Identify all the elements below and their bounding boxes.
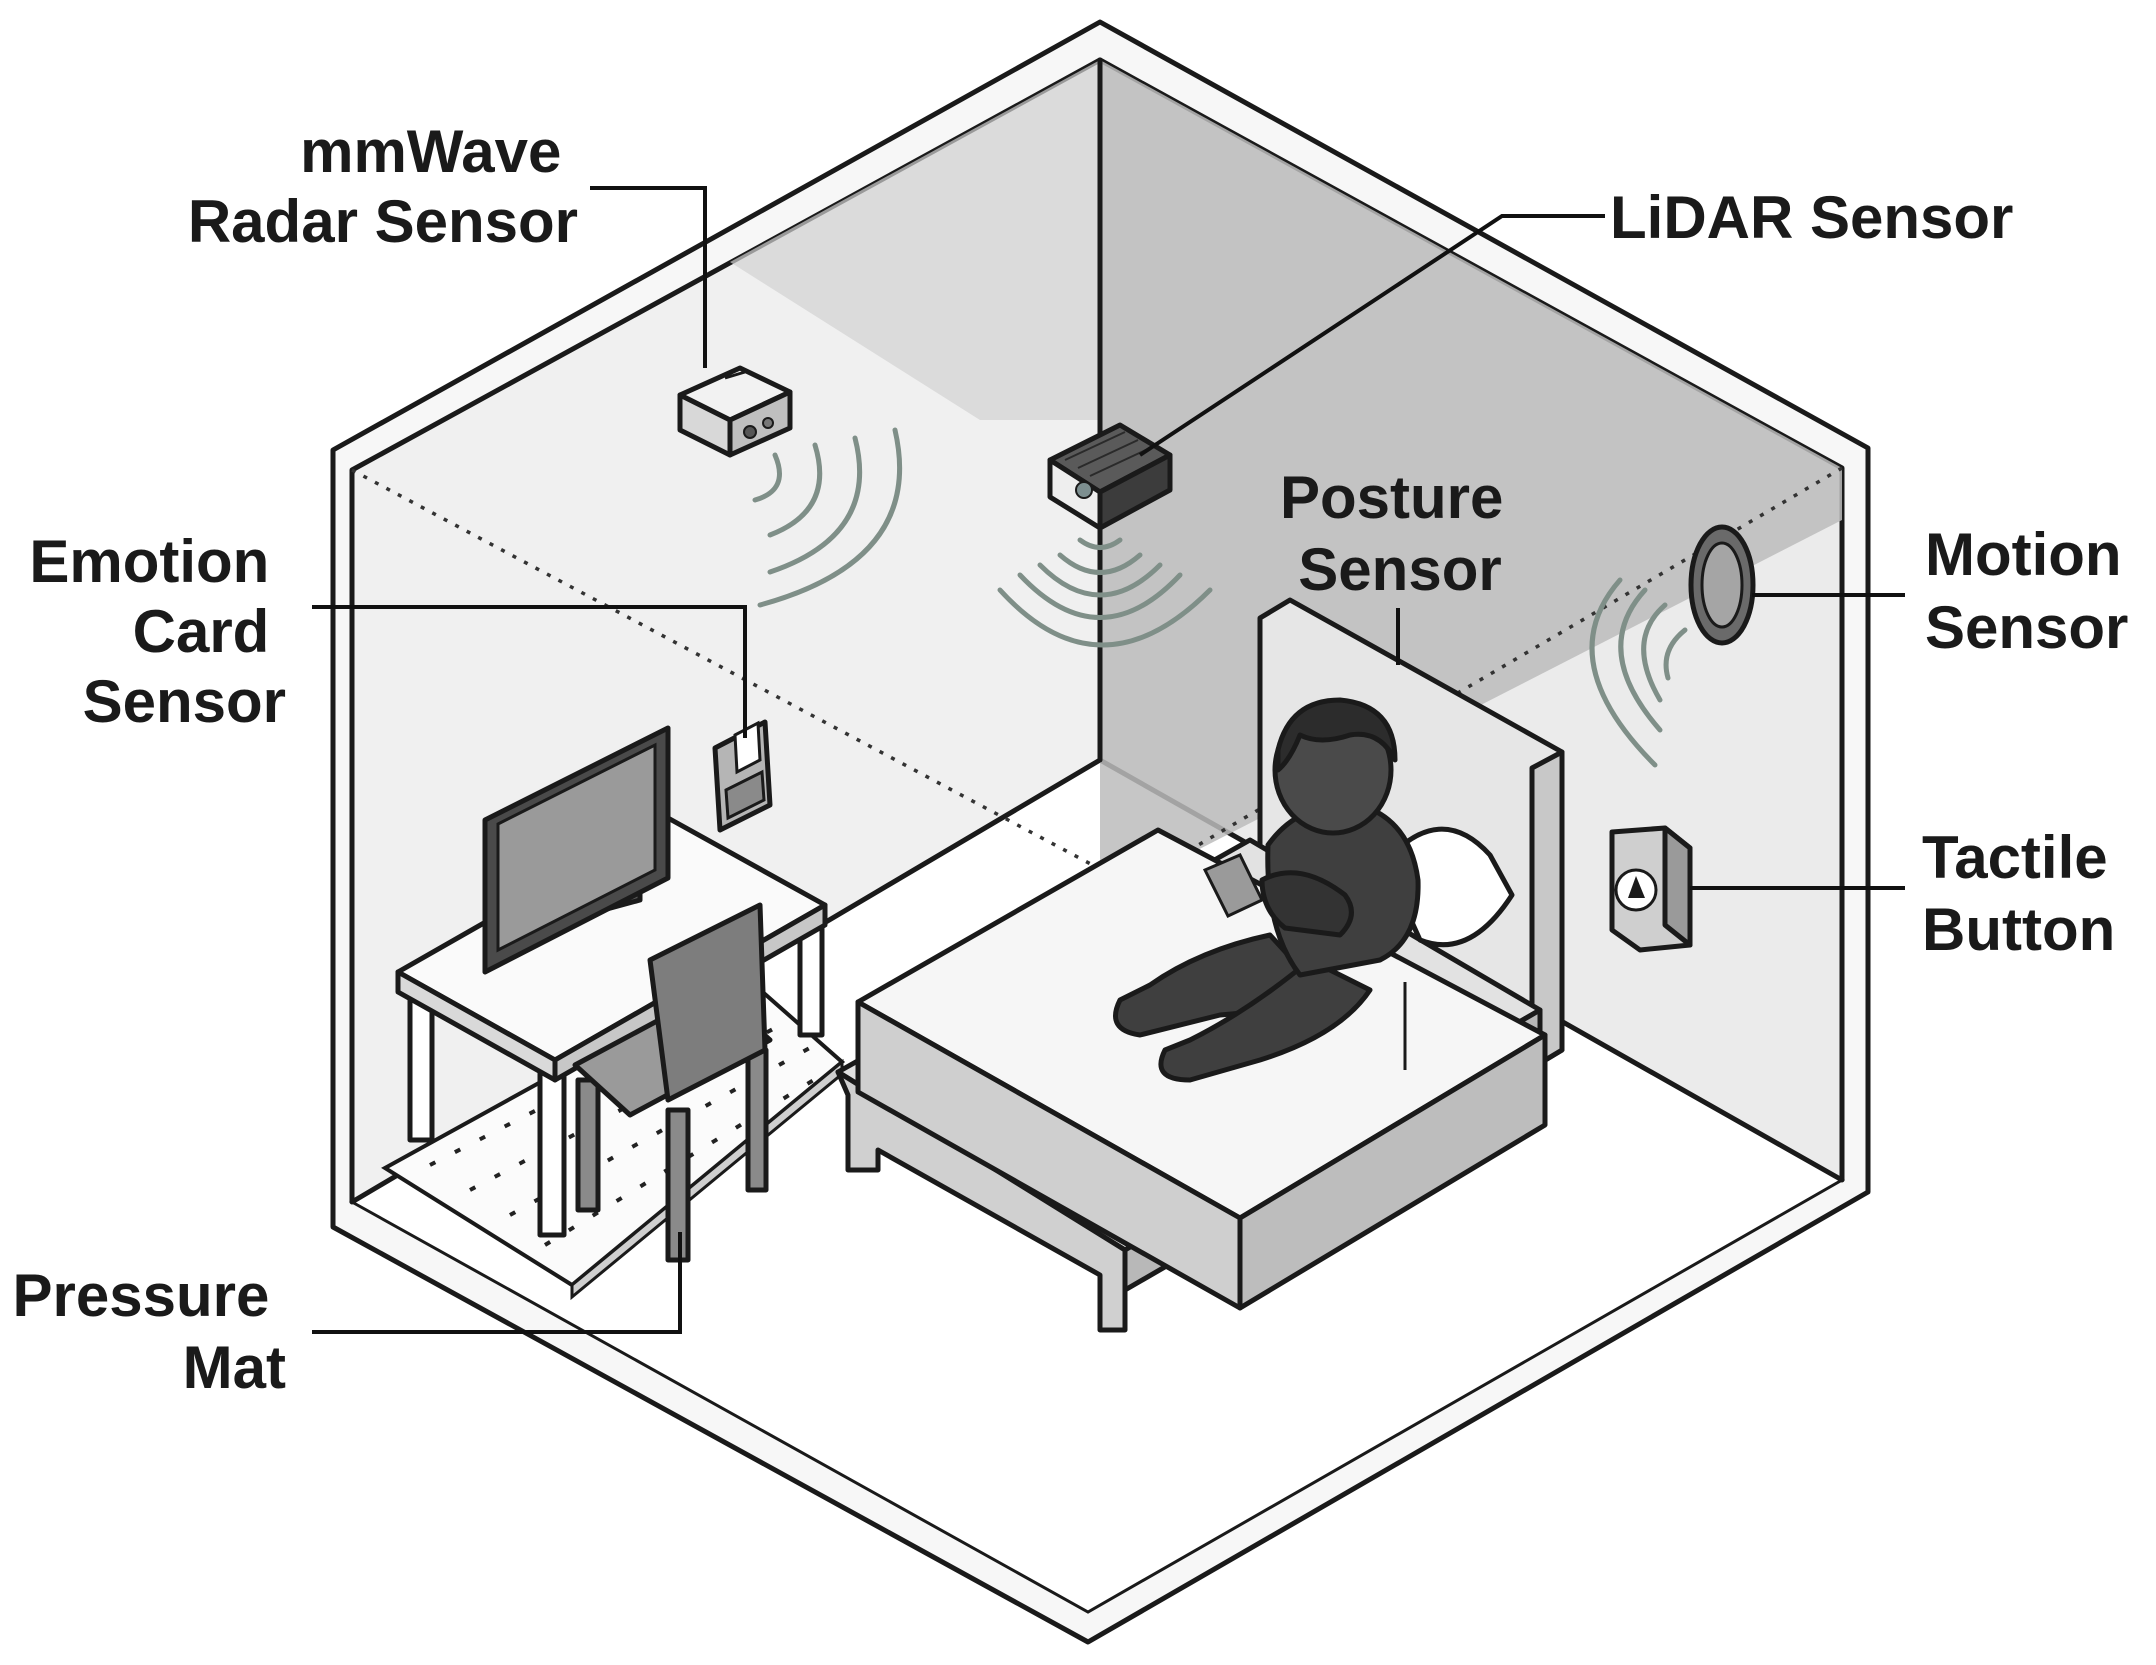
motion-signal-waves — [1589, 577, 1688, 768]
monitor — [482, 725, 671, 975]
emotion-card-sensor-device — [712, 719, 773, 833]
left-wall-shade — [730, 60, 1100, 420]
dotted-projection-line — [351, 466, 1843, 888]
label-emotion-card-sensor: Emotion Card Sensor — [29, 528, 286, 735]
label-posture-sensor: Posture Sensor — [1280, 464, 1520, 603]
labels: mmWave Radar Sensor LiDAR Sensor Emotion… — [12, 118, 2138, 1401]
person-on-bed — [1113, 697, 1421, 1083]
leader-lines — [312, 186, 1905, 1334]
motion-sensor-device — [1688, 524, 1756, 646]
tactile-button-device — [1609, 825, 1693, 953]
lidar-signal-waves — [997, 537, 1213, 648]
label-lidar-sensor: LiDAR Sensor — [1610, 184, 2013, 251]
mmwave-radar-device — [677, 365, 793, 458]
label-motion-sensor: Motion Sensor — [1925, 521, 2138, 661]
label-mmwave-radar-sensor: mmWave Radar Sensor — [188, 118, 578, 255]
mmwave-signal-waves — [752, 427, 903, 608]
label-pressure-mat: Pressure Mat — [12, 1262, 286, 1401]
label-tactile-button: Tactile Button — [1922, 824, 2124, 963]
chair — [572, 902, 773, 1263]
lidar-device — [1047, 422, 1173, 531]
